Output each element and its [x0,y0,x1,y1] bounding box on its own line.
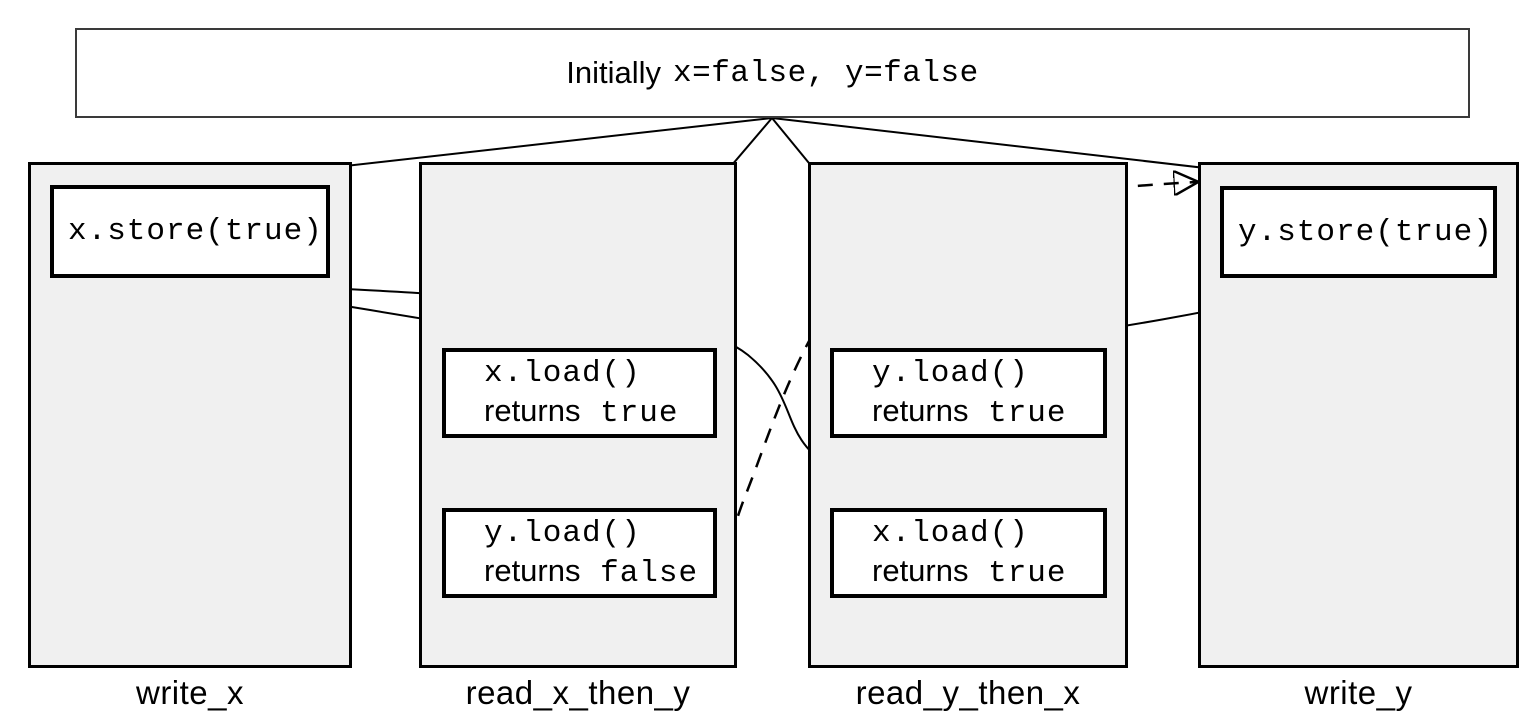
op-box-y-load-rytx: y.load() returns true [830,348,1107,438]
op-code: x.store(true) [68,214,323,249]
returns-value: false [600,555,699,591]
initially-code: x=false, y=false [673,55,979,91]
op-code: x.load() [872,515,1029,551]
op-box-x-load-rytx: x.load() returns true [830,508,1107,598]
returns-word: returns [872,392,969,428]
thread-label-read-y-then-x: read_y_then_x [855,674,1081,711]
op-returns-line: returns true [872,392,1103,432]
op-returns-line: returns true [872,552,1103,592]
returns-value: true [988,395,1067,431]
op-returns-line: returns false [484,552,713,592]
op-code: y.store(true) [1238,214,1493,250]
returns-word: returns [484,552,581,588]
initial-state-box: Initially x=false, y=false [75,28,1470,118]
op-code: x.load() [484,355,641,391]
op-code: y.load() [872,355,1029,391]
returns-word: returns [872,552,969,588]
initially-label: Initially [566,55,662,90]
op-box-x-load-rxty: x.load() returns true [442,348,717,438]
op-box-y-load-rxty: y.load() returns false [442,508,717,598]
returns-word: returns [484,392,581,428]
thread-label-write-y: write_y [1304,674,1413,711]
thread-label-write-x: write_x [135,674,245,711]
op-returns-line: returns true [484,392,713,432]
returns-value: true [600,395,679,431]
op-box-y-store: y.store(true) [1220,186,1497,278]
op-box-x-store: x.store(true) [50,185,330,278]
returns-value: true [988,555,1067,591]
thread-label-read-x-then-y: read_x_then_y [465,674,691,711]
op-code: y.load() [484,515,641,551]
